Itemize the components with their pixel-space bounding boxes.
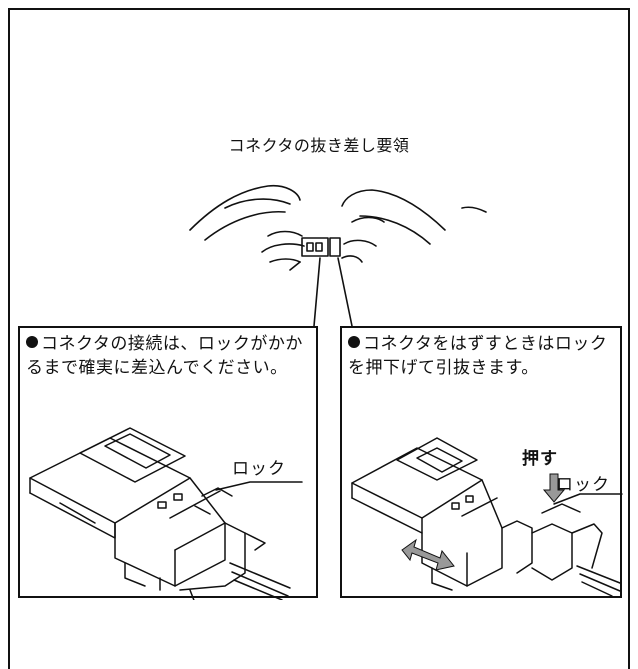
disconnect-connector-illustration — [351, 437, 623, 597]
lock-label: ロック — [556, 475, 610, 495]
bullet-icon — [26, 336, 38, 348]
diagram-title: コネクタの抜き差し要領 — [228, 136, 410, 155]
remove-instruction: コネクタをはずすときはロックを押下げて引抜きます。 — [348, 332, 620, 380]
remove-instruction-text: コネクタをはずすときはロックを押下げて引抜きます。 — [348, 334, 608, 378]
connected-connector-illustration — [29, 427, 303, 600]
lock-label: ロック — [232, 459, 286, 479]
remove-instruction-panel: コネクタをはずすときはロックを押下げて引抜きます。 — [340, 326, 623, 598]
diagram-frame — [8, 8, 630, 669]
insert-instruction-text: コネクタの接続は、ロックがかかるまで確実に差込んでください。 — [26, 334, 303, 378]
push-label: 押す — [522, 449, 558, 469]
bullet-icon — [348, 336, 360, 348]
insert-instruction-panel: コネクタの接続は、ロックがかかるまで確実に差込んでください。 — [18, 326, 318, 600]
insert-instruction: コネクタの接続は、ロックがかかるまで確実に差込んでください。 — [26, 332, 316, 380]
